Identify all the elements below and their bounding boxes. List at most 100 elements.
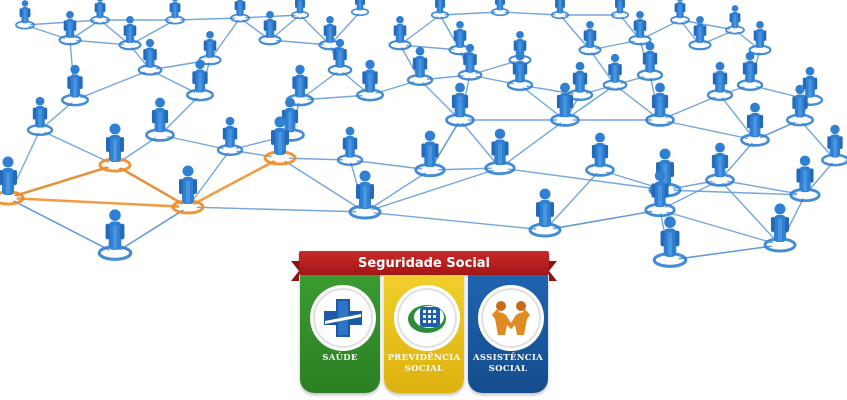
person-node — [602, 53, 628, 91]
network-link — [39, 129, 116, 166]
person-node — [58, 10, 82, 46]
person-node — [645, 82, 675, 127]
network-link — [719, 179, 781, 246]
network-link — [664, 189, 806, 196]
network-link — [229, 149, 281, 159]
person-node — [145, 97, 175, 142]
person-node — [98, 123, 132, 173]
person-node — [445, 82, 475, 127]
person-node — [748, 20, 772, 56]
ribbon-tail-left — [291, 261, 299, 281]
person-node — [636, 41, 664, 82]
panel-previdencia-label: PREVIDÊNCIA SOCIAL — [384, 353, 464, 375]
person-node — [785, 84, 815, 127]
person-node — [90, 0, 110, 25]
person-node — [0, 156, 25, 206]
panel-previdencia: PREVIDÊNCIA SOCIAL — [384, 275, 464, 393]
person-node — [263, 116, 297, 166]
person-node — [258, 10, 282, 46]
person-node — [706, 61, 734, 102]
person-node — [585, 132, 615, 177]
network-link — [659, 209, 781, 246]
network-link — [659, 119, 756, 141]
person-node — [414, 130, 446, 178]
person-node — [652, 216, 688, 268]
network-link — [129, 19, 176, 46]
person-node — [171, 165, 205, 215]
panel-saude-label: SAÚDE — [300, 353, 380, 364]
person-node — [644, 170, 676, 218]
banner-title: Seguridade Social — [299, 251, 549, 275]
person-node — [506, 51, 534, 92]
network-link — [187, 149, 231, 208]
person-node — [670, 0, 690, 25]
network-link — [544, 209, 661, 231]
network-link — [499, 167, 666, 191]
network-link — [719, 94, 756, 141]
network-link — [74, 69, 151, 101]
person-node — [165, 0, 185, 25]
network-link — [459, 119, 501, 169]
person-node — [740, 102, 770, 147]
network-link — [799, 119, 836, 161]
network-link — [364, 169, 431, 213]
network-link — [439, 11, 501, 16]
person-node — [490, 0, 510, 17]
network-link — [499, 11, 561, 16]
network-link — [24, 19, 101, 26]
person-node — [484, 128, 516, 176]
network-link — [7, 196, 189, 209]
network-link — [187, 156, 281, 209]
person-node — [448, 20, 472, 56]
network-link — [399, 14, 441, 46]
network-link — [114, 163, 189, 209]
person-node — [457, 43, 483, 81]
person-node — [705, 142, 735, 187]
network-link — [499, 119, 566, 169]
network-link — [669, 244, 781, 261]
network-link — [559, 14, 591, 51]
label-line-2: SOCIAL — [404, 364, 444, 374]
label-line-2: SOCIAL — [488, 364, 528, 374]
network-link — [429, 167, 501, 171]
network-link — [419, 79, 461, 121]
network-link — [589, 39, 641, 51]
network-link — [299, 14, 331, 46]
person-node — [820, 124, 847, 167]
network-link — [544, 169, 601, 231]
person-node — [185, 59, 215, 102]
network-link — [579, 84, 616, 96]
person-node — [388, 15, 412, 51]
network-link — [469, 74, 521, 86]
person-node — [550, 0, 570, 20]
person-node — [26, 96, 54, 137]
label-line-1: ASSISTÊNCIA — [472, 353, 543, 363]
network-link — [329, 11, 361, 46]
network-link — [719, 139, 756, 181]
person-node — [230, 0, 250, 23]
network-link — [174, 17, 241, 21]
person-node — [725, 5, 745, 35]
person-node — [610, 0, 630, 20]
person-node — [336, 126, 364, 167]
person-node — [528, 188, 562, 238]
person-node — [355, 59, 385, 102]
person-node — [216, 116, 244, 157]
panel-saude: SAÚDE — [300, 275, 380, 393]
person-node — [290, 0, 310, 20]
network-link — [419, 74, 471, 81]
network-link — [159, 94, 201, 136]
ribbon-tail-right — [549, 261, 557, 281]
people-joined-icon — [478, 285, 544, 351]
network-link — [664, 179, 721, 191]
panel-assistencia: ASSISTÊNCIA SOCIAL — [468, 275, 548, 393]
network-link — [364, 167, 501, 213]
seguridade-social-emblem: Seguridade Social SAÚDE — [291, 247, 557, 397]
network-link — [364, 211, 546, 231]
person-node — [198, 30, 222, 66]
person-node — [15, 0, 35, 30]
cross-icon — [310, 285, 376, 351]
label-line-1: PREVIDÊNCIA — [387, 353, 461, 363]
